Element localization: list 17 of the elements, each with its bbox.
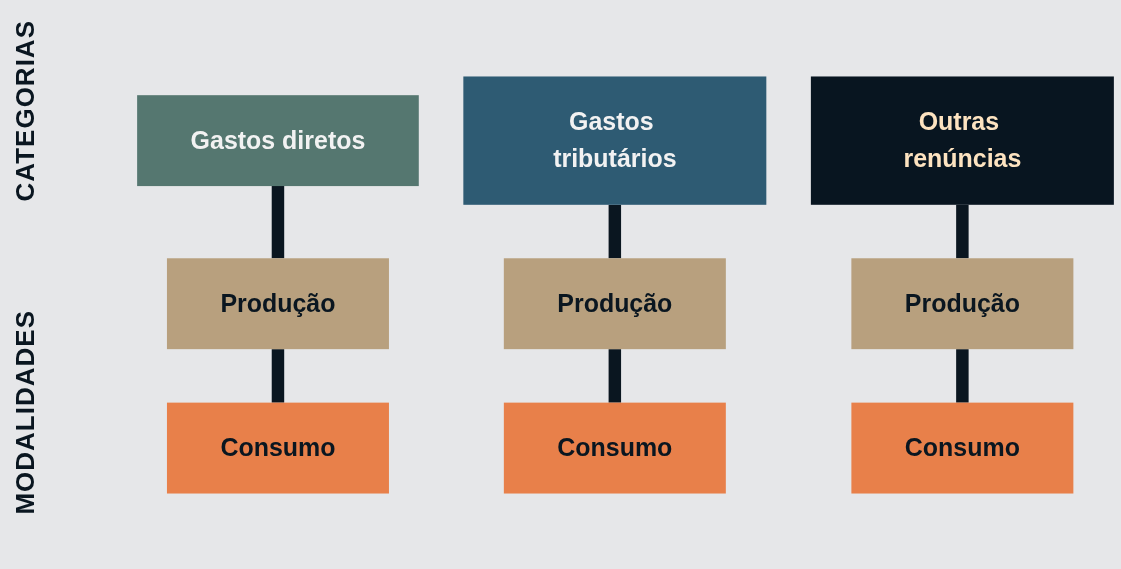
node-box: Produção [503,257,726,349]
node-box: Consumo [503,402,726,494]
node-box: Consumo [851,402,1074,494]
node-box: Gastos diretos [137,94,419,186]
connector [608,346,622,404]
axis-label: MODALIDADES [10,310,41,515]
node-box: Consumo [166,402,389,494]
axis-label: CATEGORIAS [10,20,41,202]
node-box: Produção [851,257,1074,349]
connector [956,346,969,404]
node-box: Gastos tributários [463,75,767,205]
connector [956,202,969,260]
node-box: Outras renúncias [810,75,1114,205]
node-box: Produção [166,257,389,349]
connector [271,346,285,404]
connector [608,202,622,260]
connector [271,185,285,260]
